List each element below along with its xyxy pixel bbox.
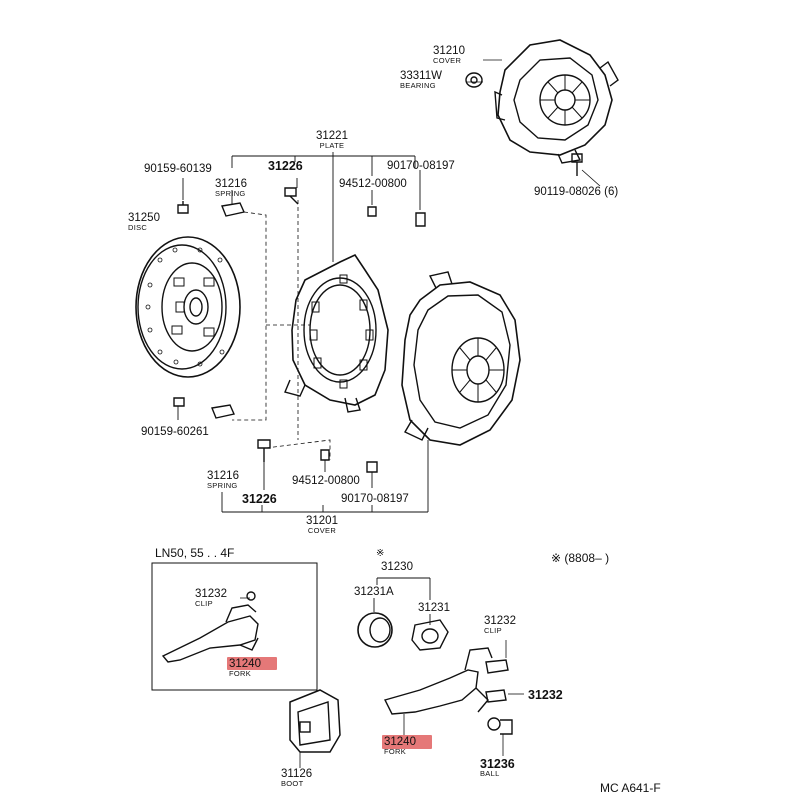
callout-31240-main[interactable]: 31240 FORK: [384, 736, 416, 756]
callout-90159-60261[interactable]: 90159-60261: [141, 426, 209, 438]
callout-31250[interactable]: 31250 DISC: [128, 212, 160, 232]
ball-drawing: [487, 717, 513, 735]
callout-31236[interactable]: 31236 BALL: [480, 757, 515, 778]
callout-31230[interactable]: 31230: [381, 561, 413, 573]
date-note: ※ (8808– ): [551, 551, 610, 565]
assembly-guides: [232, 200, 331, 460]
plate-bracket: [182, 152, 421, 262]
inset-title: LN50, 55 . . 4F: [155, 546, 235, 560]
callout-31201[interactable]: 31201 COVER: [306, 515, 338, 535]
clutch-cover-top-drawing: [494, 39, 619, 164]
callout-90170-08197-top[interactable]: 90170-08197: [387, 160, 455, 172]
fork-inset-drawing: [161, 591, 259, 663]
callout-31226-top[interactable]: 31226: [268, 159, 303, 173]
callout-94512-00800-top[interactable]: 94512-00800: [339, 178, 407, 190]
star-mark: ※: [376, 548, 385, 559]
clutch-disc-drawing: [135, 236, 241, 378]
fork-main-drawing: [383, 647, 493, 715]
callout-31216-bottom[interactable]: 31216 SPRING: [207, 470, 239, 490]
callout-90170-08197-bottom[interactable]: 90170-08197: [341, 493, 409, 505]
cover-bracket: [177, 406, 429, 513]
callout-31240-inset[interactable]: 31240 FORK: [229, 658, 261, 678]
release-bearing-drawing: [357, 612, 393, 648]
callout-31221[interactable]: 31221 PLATE: [316, 130, 348, 150]
bearing-bracket: [373, 577, 431, 625]
callout-31232-inset[interactable]: 31232 CLIP: [195, 588, 227, 608]
bottom-fasteners: [173, 397, 378, 473]
bolt-90119-drawing: [571, 153, 583, 176]
callout-33311w[interactable]: 33311W BEARING: [400, 70, 442, 90]
inset-box: [151, 562, 318, 691]
callout-31232-clip[interactable]: 31232 CLIP: [484, 615, 516, 635]
callout-31210[interactable]: 31210 COVER: [433, 45, 465, 65]
fork-highlight-inset: [227, 657, 277, 670]
pressure-plate-drawing: [284, 253, 389, 413]
clip-drawing: [485, 659, 509, 703]
fork-highlight-main: [382, 735, 432, 749]
callout-31216-top[interactable]: 31216 SPRING: [215, 178, 247, 198]
callout-31231a[interactable]: 31231A: [354, 586, 394, 598]
callout-31231[interactable]: 31231: [418, 602, 450, 614]
callout-90119-08026[interactable]: 90119-08026 (6): [534, 186, 619, 198]
callout-31232-right[interactable]: 31232: [528, 688, 563, 702]
callout-90159-60139[interactable]: 90159-60139: [144, 163, 212, 175]
boot-drawing: [289, 689, 341, 753]
callout-31226-bottom[interactable]: 31226: [242, 492, 277, 506]
figure-code: MC A641-F: [600, 781, 661, 795]
clutch-cover-mid-drawing: [401, 271, 521, 446]
callout-31126[interactable]: 31126 BOOT: [281, 768, 313, 788]
hub-drawing: [411, 619, 449, 651]
bearing-drawing: [465, 72, 483, 88]
callout-94512-00800-bottom[interactable]: 94512-00800: [292, 475, 360, 487]
